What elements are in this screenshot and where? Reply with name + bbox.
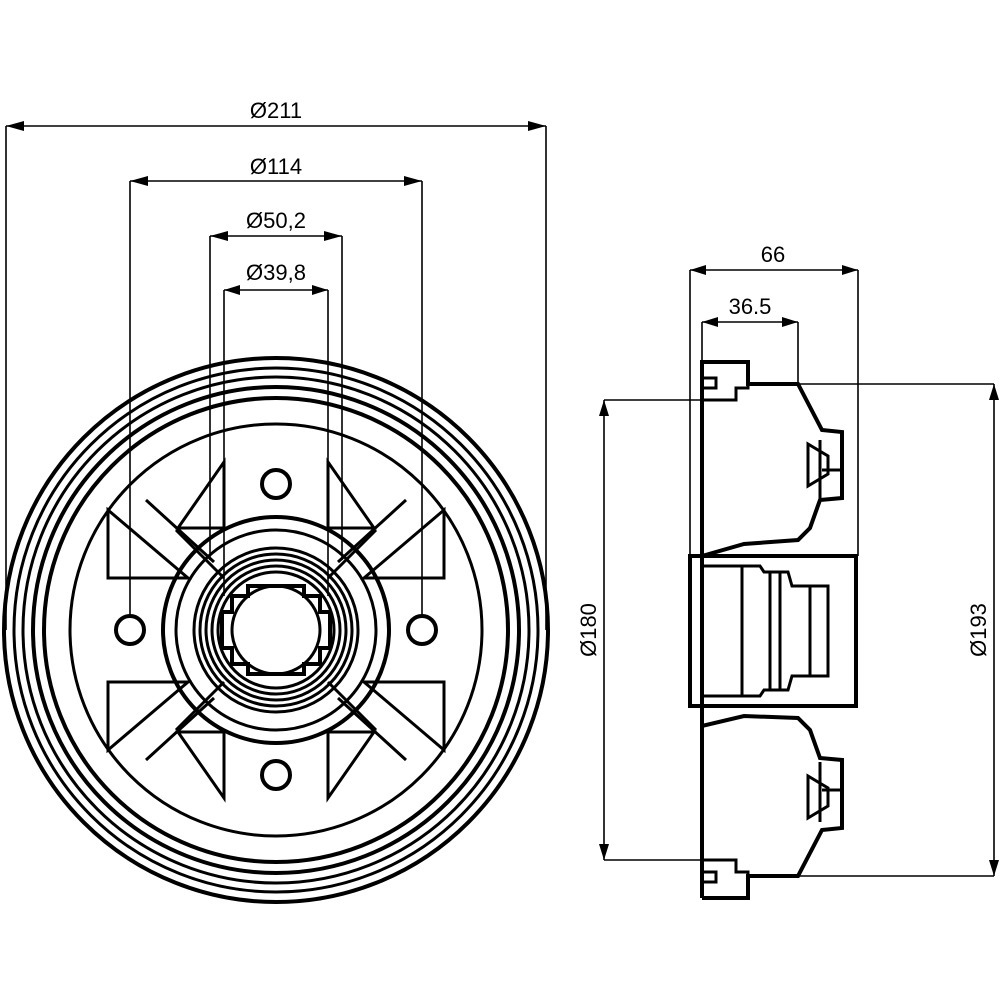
dim-height-to-flange-label: 36.5	[729, 294, 772, 319]
drum-braking-surface	[42, 396, 510, 864]
hub-ring-4	[198, 552, 354, 708]
hub-outer-ring	[161, 515, 391, 745]
flange-lip-bottom	[700, 870, 718, 898]
drum-outer-ring-4	[31, 385, 521, 875]
dim-total-height-label: 66	[761, 242, 785, 267]
hub-ring-6	[210, 564, 342, 696]
dimension-drum-inner-diameter: Ø180	[576, 399, 702, 861]
bolt-hole-right	[406, 614, 438, 646]
dim-inner-hole-label: Ø39,8	[246, 260, 306, 285]
center-bore	[230, 584, 322, 676]
web-sectors	[106, 457, 446, 803]
dim-drum-inner-diameter-label: Ø180	[576, 603, 601, 657]
dimension-height-to-flange: 36.5	[701, 294, 799, 384]
dim-outer-diameter-label: Ø211	[250, 98, 302, 123]
dimension-outer-diameter: Ø211	[5, 98, 547, 630]
drum-outer-ring-3	[21, 375, 531, 885]
dimension-centering-hole: Ø50,2	[209, 208, 343, 560]
boss-top	[806, 441, 830, 489]
front-view: Ø211 Ø114 Ø50,2 Ø39,8	[2, 98, 550, 904]
dimension-bolt-circle: Ø114	[129, 154, 423, 616]
flange-lip-top	[700, 362, 718, 390]
hub-ring-7	[216, 570, 336, 690]
bolt-hole-top	[260, 468, 292, 500]
drum-outer-ring-2	[12, 366, 540, 894]
dim-centering-hole-label: Ø50,2	[246, 208, 306, 233]
dimension-drum-outer-diameter: Ø193	[798, 383, 999, 877]
splined-center-bore	[220, 584, 332, 676]
drum-face-edge	[68, 422, 484, 838]
bolt-hole-bottom	[260, 759, 292, 791]
dimension-total-height: 66	[689, 242, 859, 556]
dimension-inner-hole: Ø39,8	[223, 260, 329, 596]
dim-bolt-circle-label: Ø114	[250, 154, 302, 179]
hub-section	[702, 554, 858, 708]
hub-ring-2	[174, 528, 378, 732]
side-view: 66 36.5 Ø180 Ø193	[576, 242, 999, 900]
hub-ring-3	[192, 546, 360, 714]
bolt-hole-left	[114, 614, 146, 646]
drum-outer-edge	[2, 356, 550, 904]
hub-ring-5	[204, 558, 348, 702]
dim-drum-outer-diameter-label: Ø193	[966, 603, 991, 657]
boss-bottom	[806, 773, 830, 821]
